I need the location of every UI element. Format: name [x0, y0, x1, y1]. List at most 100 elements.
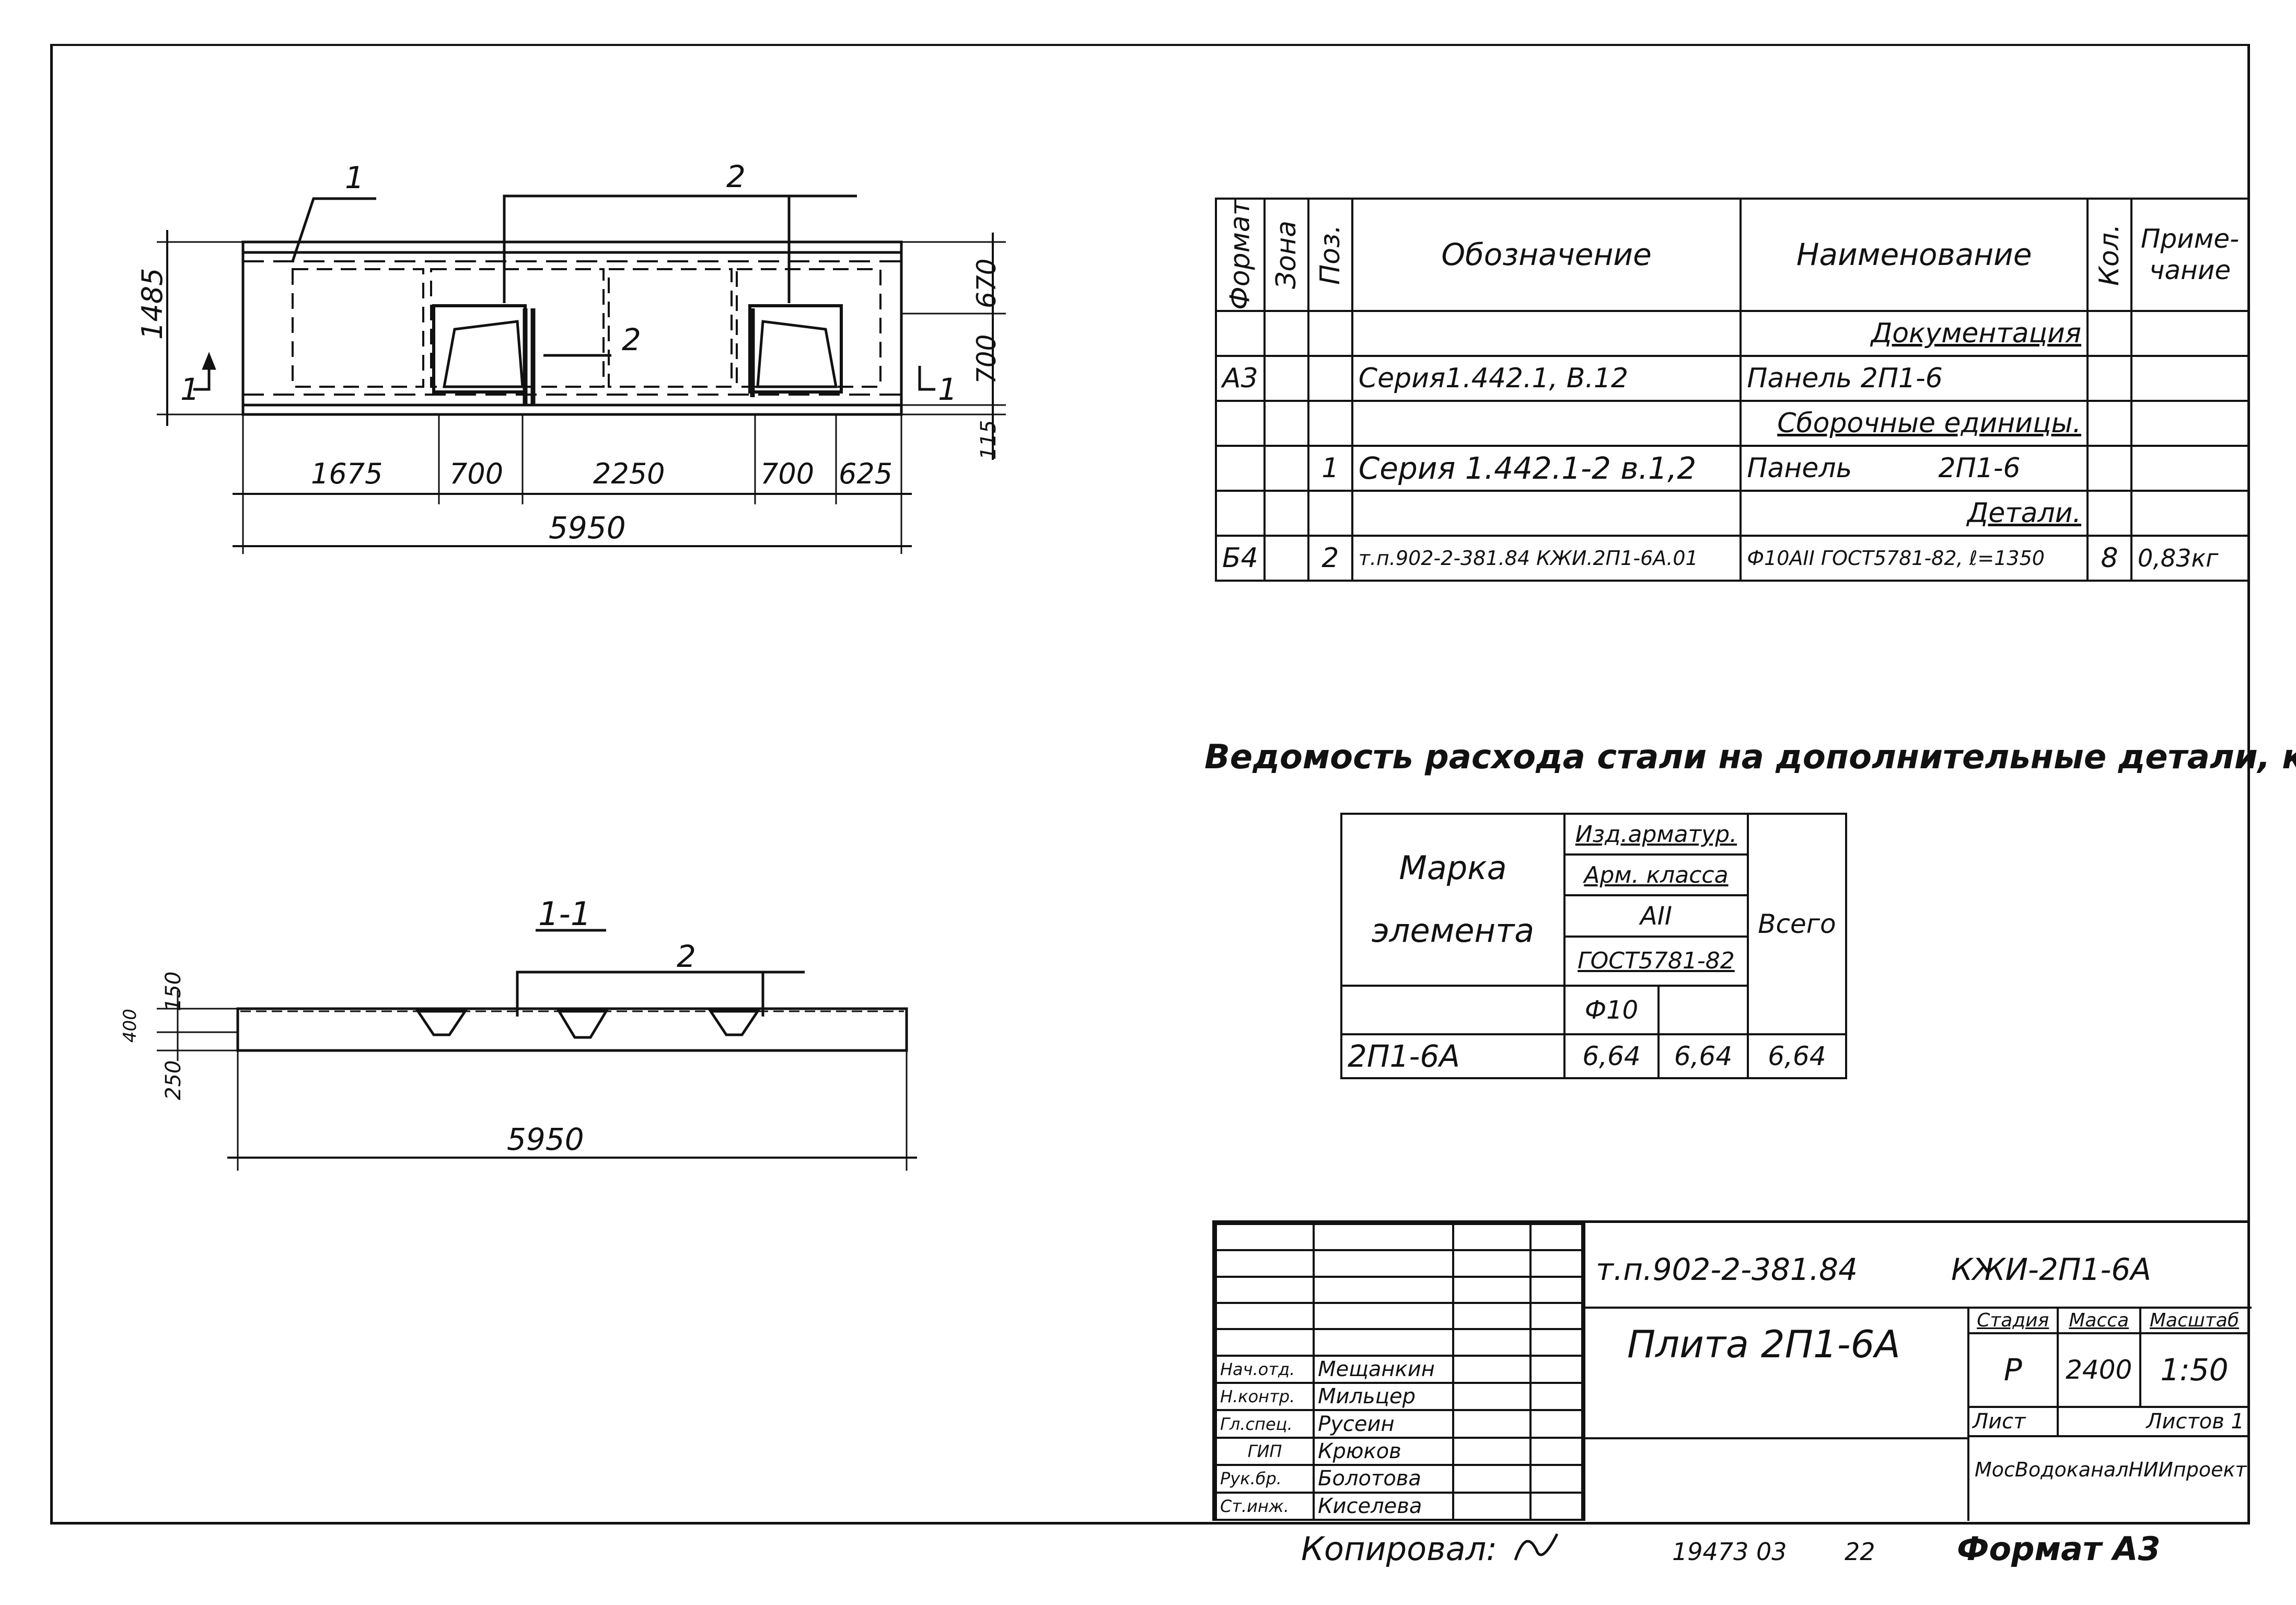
cell-v3: 6,64: [1746, 1033, 1848, 1079]
steel-row: 2П1-6А 6,64 6,64 6,64: [1340, 1033, 1848, 1079]
section-title: 1-1: [538, 895, 591, 933]
cell-zone: [1263, 399, 1309, 447]
cell-pos: [1307, 309, 1353, 357]
person-row: ГИП Крюков: [1214, 1436, 1584, 1467]
spec-row: Сборочные единицы.: [1215, 399, 2249, 447]
scale-label: Масштаб: [2139, 1307, 2249, 1334]
stage-label: Стадия: [1967, 1307, 2059, 1334]
cell-qty: [2086, 444, 2133, 492]
spec-row: Б4 2 т.п.902-2-381.84 КЖИ.2П1-6А.01 Ф10А…: [1215, 534, 2249, 582]
cell-name: Детали.: [1740, 489, 2089, 537]
sheet-code: КЖИ-2П1-6А: [1951, 1252, 2151, 1287]
cell-name: Ф10АII ГОСТ5781-82, ℓ=1350: [1740, 534, 2089, 582]
cell-pos: 1: [1307, 444, 1353, 492]
person-row: Ст.инж. Киселева: [1214, 1491, 1584, 1521]
sheets-label: Листов 1: [2056, 1406, 2250, 1437]
hdr-izd: Изд.арматур.: [1563, 812, 1749, 856]
section-label-2: 2: [677, 939, 696, 974]
section-mark-left: 1: [180, 372, 200, 407]
dim-bottom-3: 700: [760, 457, 814, 490]
cell-note: [2130, 444, 2249, 492]
col-mark-line1: Марка: [1399, 849, 1507, 887]
signature: [1452, 1464, 1532, 1494]
specification-table: Формат Зона Поз. Обозначение Наименовани…: [1215, 198, 2249, 582]
plan-label-1: 1: [345, 160, 364, 195]
person-row: Н.контр. Мильцер: [1214, 1382, 1584, 1412]
hdr-note-line1: Приме-: [2140, 224, 2240, 255]
signature: [1452, 1354, 1532, 1384]
mark-spacer: [1340, 985, 1566, 1036]
cell-format: [1215, 489, 1266, 537]
cell-qty: [2086, 309, 2133, 357]
cell-pos: 2: [1307, 534, 1353, 582]
person-name: Мещанкин: [1313, 1354, 1455, 1384]
opening-right: [748, 304, 843, 394]
cell-format: А3: [1215, 354, 1266, 402]
cell-pos: [1307, 399, 1353, 447]
plan-slab-outline: [241, 240, 903, 416]
person-role: ГИП: [1214, 1436, 1315, 1467]
hdr-pos: Поз.: [1308, 199, 1352, 311]
opening-left: [432, 304, 527, 394]
section-slab-outline: [236, 1007, 908, 1052]
plan-label-2-inner: 2: [622, 322, 641, 357]
drawing-title: Плита 2П1-6А: [1627, 1322, 1900, 1366]
cell-v2: 6,64: [1657, 1033, 1749, 1079]
org-name: МосВодоканалНИИпроект: [1975, 1458, 2247, 1481]
cell-designation: т.п.902-2-381.84 КЖИ.2П1-6А.01: [1351, 534, 1742, 582]
cell-v1: 6,64: [1563, 1033, 1660, 1079]
hdr-format: Формат: [1216, 199, 1265, 311]
cell-name: Панель 2П1-6: [1740, 354, 2089, 402]
hdr-arm: Арм. класса: [1563, 853, 1749, 897]
col-mark: Марка элемента: [1340, 813, 1566, 987]
title-code-row: т.п.902-2-381.84 КЖИ-2П1-6А: [1583, 1223, 2252, 1309]
dim-right-bottom: 115: [977, 420, 1001, 460]
person-name: Киселева: [1313, 1491, 1455, 1521]
cell-pos: [1307, 354, 1353, 402]
cell-designation: Серия1.442.1, В.12: [1351, 354, 1742, 402]
doc-code: т.п.902-2-381.84: [1596, 1252, 1858, 1287]
spec-row: 1 Серия 1.442.1-2 в.1,2 Панель 2П1-6: [1215, 444, 2249, 492]
dim-right-top: 670: [971, 259, 1002, 308]
hdr-gost: ГОСТ5781-82: [1563, 935, 1749, 987]
footer-number: 19473 03: [1672, 1538, 1787, 1566]
cell-designation: [1351, 489, 1742, 537]
cell-note: [2130, 309, 2249, 357]
cell-format: [1215, 309, 1266, 357]
steel-table-title: Ведомость расхода стали на дополнительны…: [1204, 738, 2296, 777]
title-block-people: Нач.отд. Мещанкин Н.контр. Мильцер Гл.сп…: [1214, 1222, 1584, 1521]
plan-label-2: 2: [726, 159, 746, 194]
person-role: Ст.инж.: [1214, 1491, 1315, 1521]
person-name: Крюков: [1313, 1436, 1455, 1467]
hdr-empty: [1657, 984, 1749, 1036]
cell-qty: [2086, 399, 2133, 447]
hdr-name: Наименование: [1740, 198, 2089, 312]
spec-row: Детали.: [1215, 489, 2249, 537]
title-cell: Плита 2П1-6А: [1583, 1307, 1969, 1439]
section-mark-right: 1: [938, 372, 957, 407]
cell-name: Сборочные единицы.: [1740, 399, 2089, 447]
signature: [1452, 1409, 1532, 1439]
person-name: Русеин: [1313, 1409, 1455, 1439]
signature: [1452, 1436, 1532, 1467]
cell-note: [2130, 354, 2249, 402]
cell-designation: [1351, 399, 1742, 447]
section-dim-total: 5950: [507, 1122, 584, 1157]
dim-total: 5950: [549, 510, 626, 546]
person-row: Нач.отд. Мещанкин: [1214, 1354, 1584, 1384]
dim-bottom-1: 700: [449, 457, 503, 490]
cell-note: [2130, 489, 2249, 537]
cell-note: 0,83кг: [2130, 534, 2249, 582]
mass-label: Масса: [2056, 1307, 2142, 1334]
dim-right-mid: 700: [971, 334, 1002, 384]
spec-row: Документация: [1215, 309, 2249, 357]
scale-value: 1:50: [2139, 1332, 2249, 1408]
hdr-qty: Кол.: [2088, 199, 2132, 311]
title-empty-cell: [1583, 1437, 1969, 1521]
dim-bottom-0: 1675: [311, 457, 382, 490]
cell-mark: 2П1-6А: [1340, 1033, 1566, 1079]
stage-mass-scale: Стадия Масса Масштаб Р 2400 1:50 Лист Ли…: [1967, 1307, 2250, 1437]
section-dim-bottom: 250: [161, 1060, 185, 1100]
person-name: Болотова: [1313, 1464, 1455, 1494]
cell-qty: [2086, 489, 2133, 537]
